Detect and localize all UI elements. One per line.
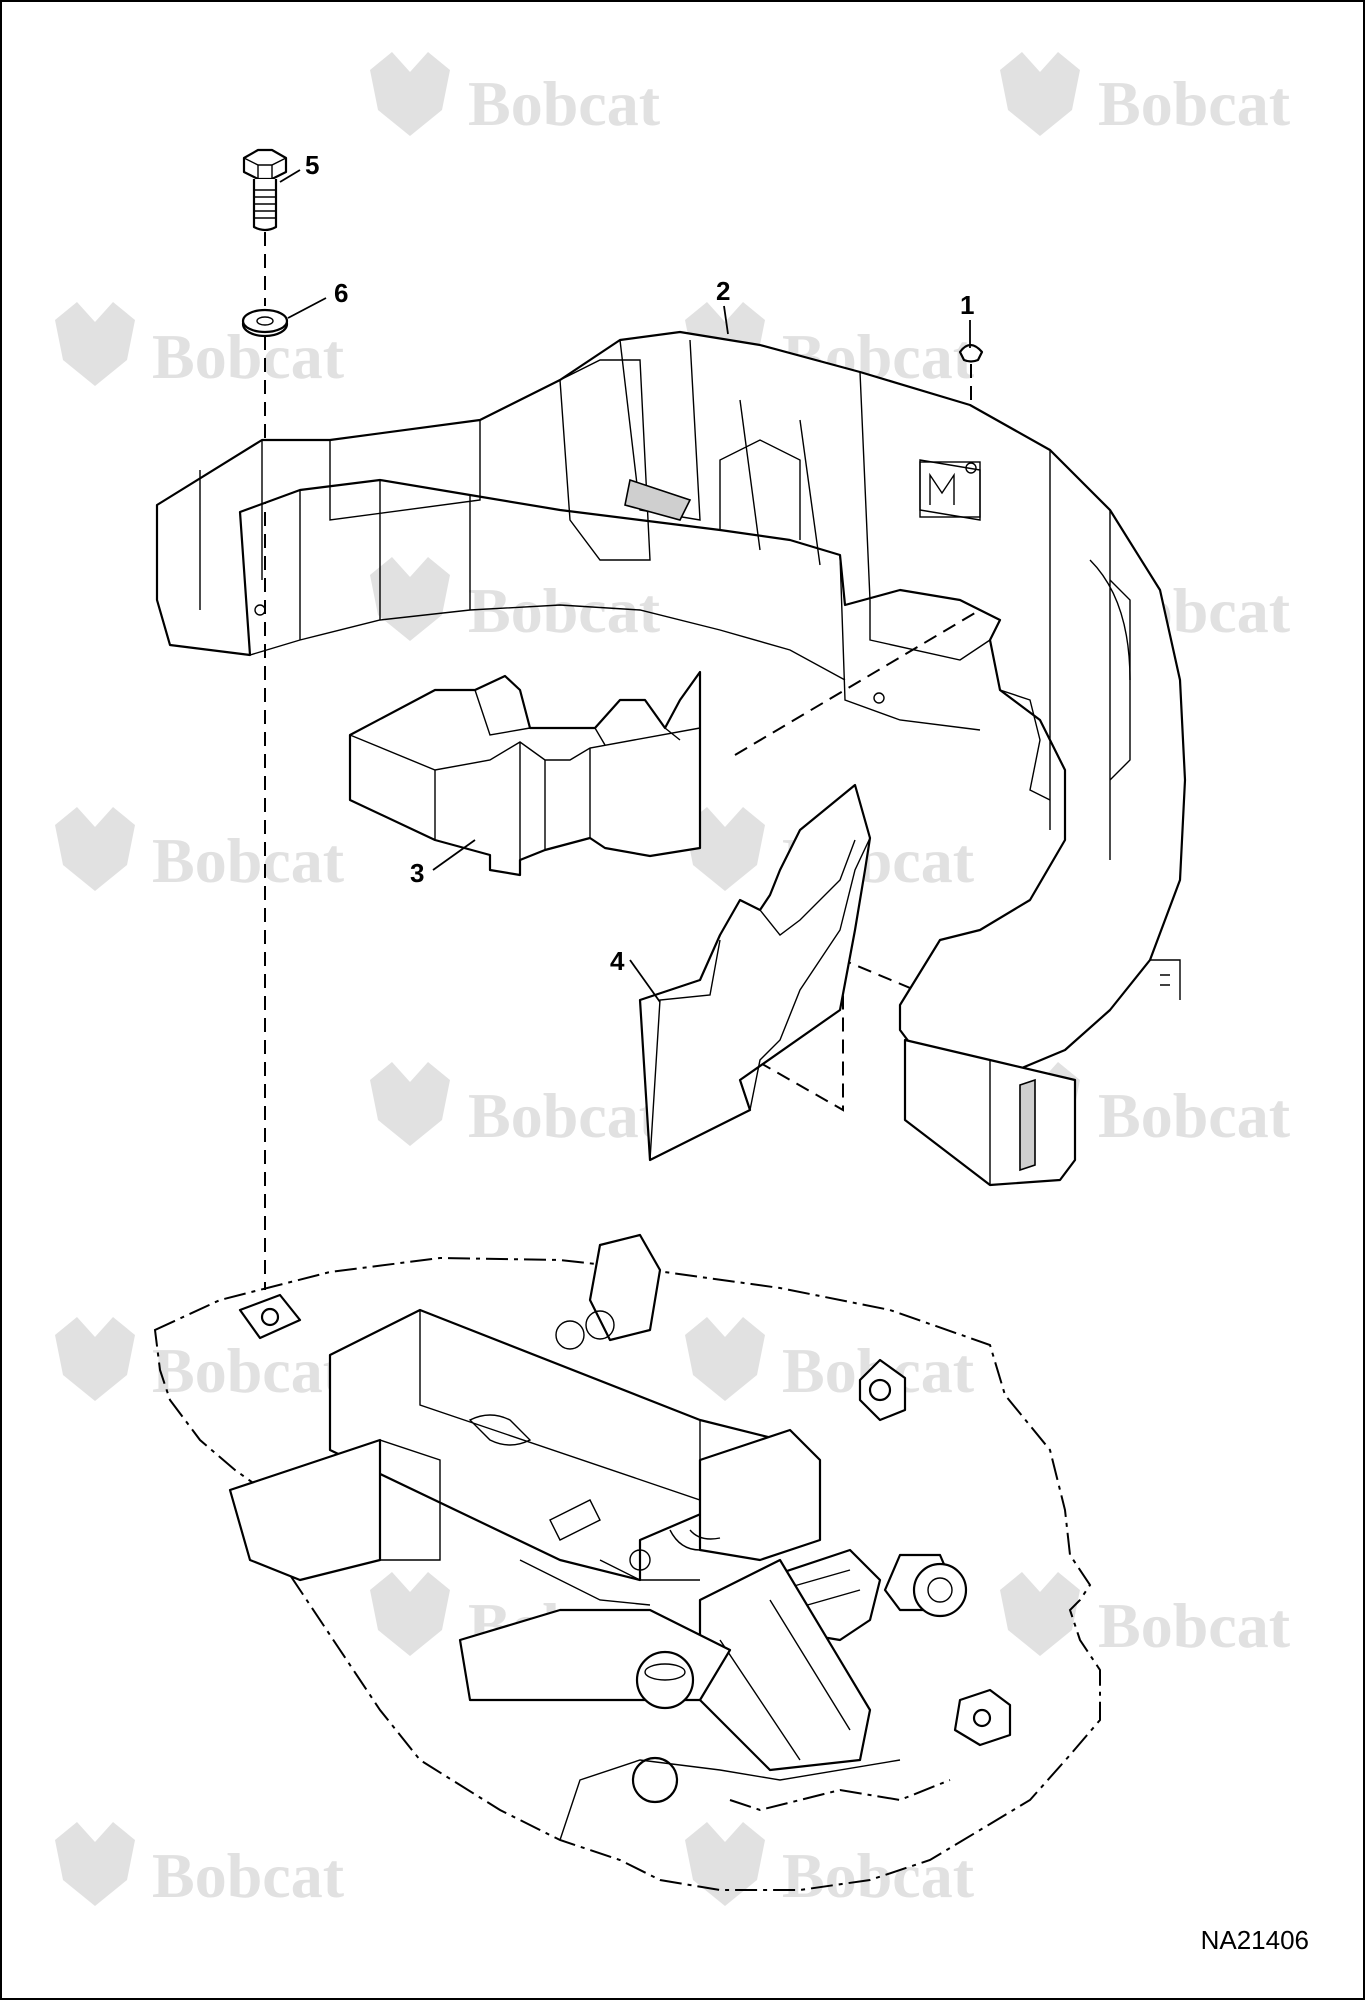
watermark-layer: Bobcat Bobcat Bobcat Bobcat Bobcat Bobca… — [55, 52, 1291, 1911]
watermark-text: Bobcat — [152, 825, 345, 896]
watermark: Bobcat — [55, 302, 345, 392]
plug — [958, 343, 984, 363]
watermark: Bobcat — [685, 1822, 975, 1911]
bobcat-logo-icon — [55, 1822, 135, 1906]
watermark: Bobcat — [370, 52, 661, 139]
bobcat-logo-icon — [55, 1317, 135, 1401]
bobcat-logo-icon — [685, 1317, 765, 1401]
callout-4: 4 — [610, 946, 661, 1003]
bobcat-logo-icon — [55, 807, 135, 891]
watermark-text: Bobcat — [1098, 1080, 1291, 1151]
watermark: Bobcat — [685, 1317, 975, 1406]
washer — [241, 308, 289, 338]
watermark-text: Bobcat — [152, 1840, 345, 1911]
figure-id: NA21406 — [1200, 1925, 1309, 1955]
watermark-text: Bobcat — [1098, 68, 1291, 139]
callout-labels: 5 6 2 1 3 4 — [279, 150, 974, 1003]
watermark-text: Bobcat — [468, 575, 661, 646]
callout-2: 2 — [716, 276, 730, 335]
svg-text:5: 5 — [305, 150, 319, 180]
bolt — [242, 148, 288, 232]
watermark-text: Bobcat — [468, 1080, 661, 1151]
watermark: Bobcat — [370, 1062, 661, 1151]
bobcat-logo-icon — [370, 1062, 450, 1146]
bobcat-logo-icon — [685, 807, 765, 891]
svg-text:4: 4 — [610, 946, 625, 976]
watermark: Bobcat — [55, 1822, 345, 1911]
insert-4 — [638, 783, 872, 1162]
svg-text:2: 2 — [716, 276, 730, 306]
bobcat-logo-icon — [1000, 1572, 1080, 1656]
svg-text:1: 1 — [960, 290, 974, 320]
watermark-text: Bobcat — [468, 68, 661, 139]
watermark: Bobcat — [55, 1317, 345, 1406]
m-emboss-icon — [929, 472, 955, 505]
callout-5: 5 — [279, 150, 319, 183]
watermark: Bobcat — [55, 807, 345, 896]
watermark: Bobcat — [1000, 1572, 1291, 1661]
bobcat-logo-icon — [685, 1822, 765, 1906]
bobcat-logo-icon — [55, 302, 135, 386]
watermark-text: Bobcat — [152, 1335, 345, 1406]
callout-6: 6 — [287, 278, 348, 319]
counterweight — [155, 330, 1187, 1187]
watermark-text: Bobcat — [1098, 1590, 1291, 1661]
watermark: Bobcat — [1000, 52, 1291, 139]
svg-text:6: 6 — [334, 278, 348, 308]
watermark-text: Bobcat — [782, 1840, 975, 1911]
watermark: Bobcat — [370, 557, 661, 646]
bobcat-logo-icon — [1000, 52, 1080, 136]
bobcat-logo-icon — [370, 557, 450, 641]
callout-3: 3 — [410, 839, 476, 888]
bobcat-logo-icon — [370, 52, 450, 136]
insert-3 — [348, 670, 702, 877]
callout-1: 1 — [960, 290, 974, 348]
svg-text:3: 3 — [410, 858, 424, 888]
upper-frame — [153, 1233, 1101, 1891]
bobcat-logo-icon — [370, 1572, 450, 1656]
